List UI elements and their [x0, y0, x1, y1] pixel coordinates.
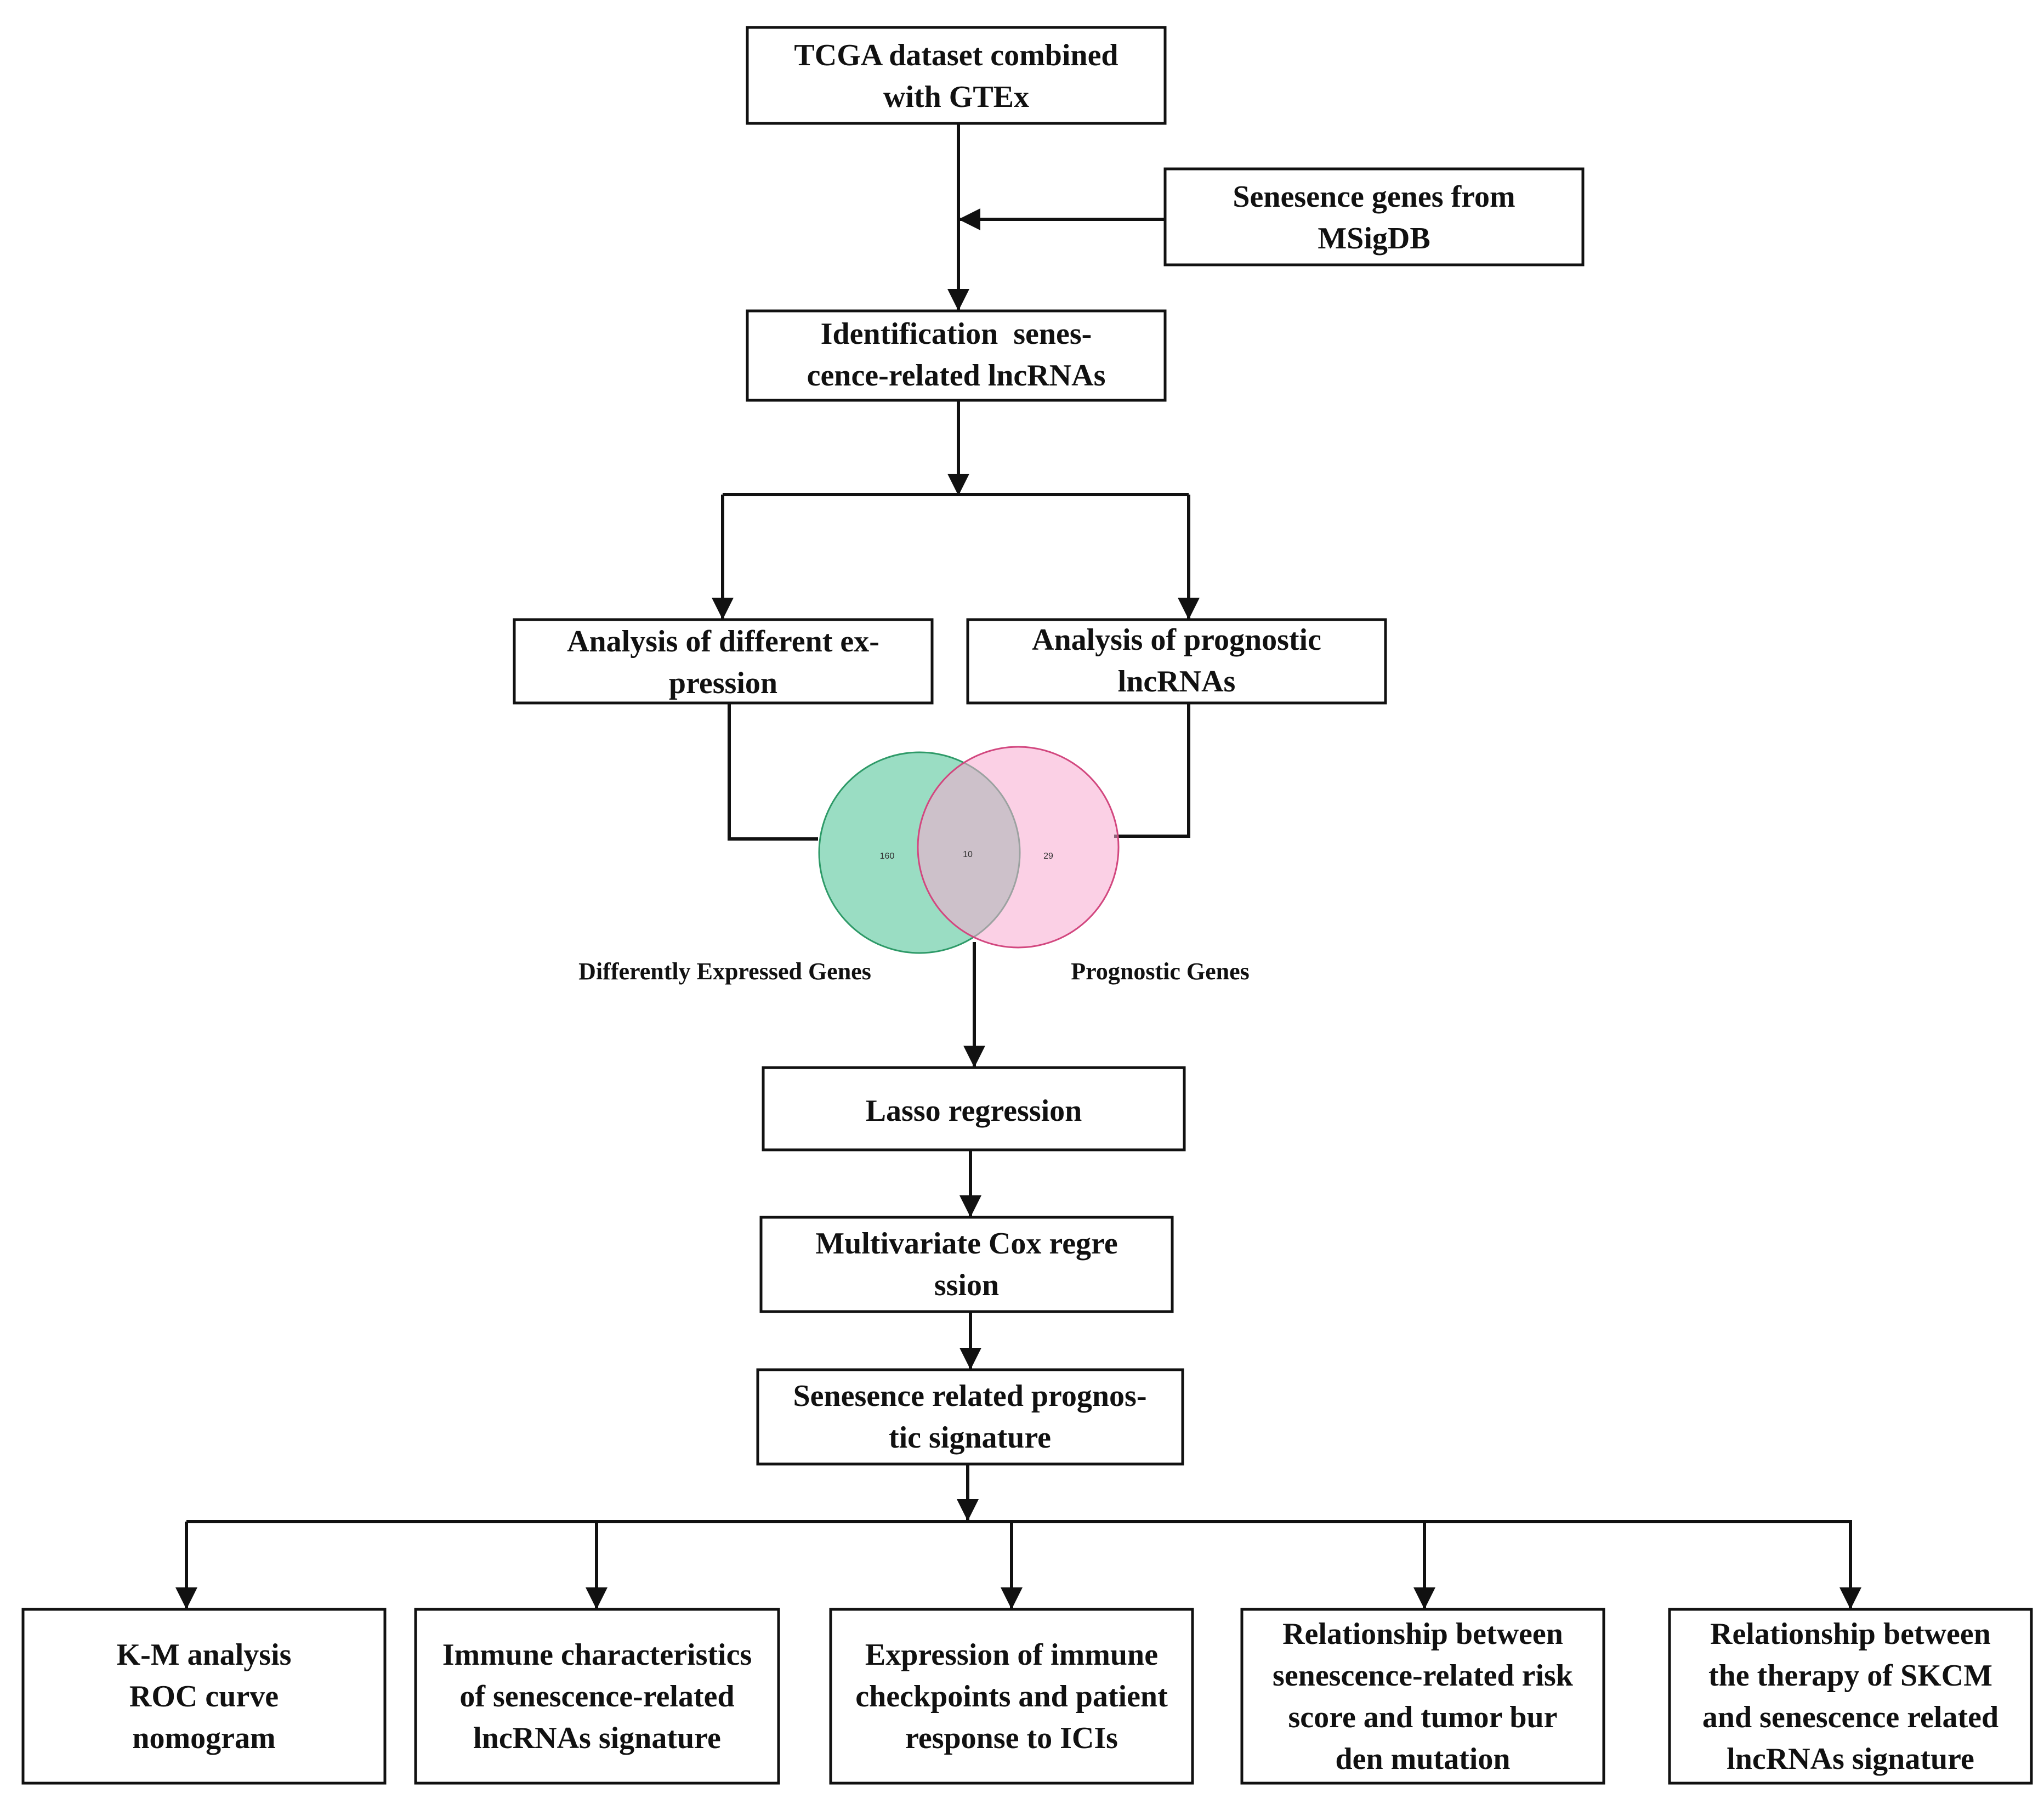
box-line: Identification senes- [821, 317, 1092, 351]
box-immune-characteristics-frame [414, 1608, 780, 1785]
box-tumor-burden-frame [1240, 1608, 1605, 1785]
box-identification-text: Identification senes-cence-related lncRN… [807, 317, 1106, 393]
box-line: ssion [934, 1268, 999, 1302]
box-prognostic-frame [966, 618, 1387, 705]
box-identification: Identification senes-cence-related lncRN… [746, 309, 1167, 402]
venn-circle-right [918, 747, 1118, 948]
box-tcga-dataset: TCGA dataset combined with GTEx [746, 26, 1167, 125]
box-line: Expression of immune [865, 1638, 1158, 1672]
box-therapy-frame [1668, 1608, 2033, 1785]
box-line: checkpoints and patient [855, 1680, 1168, 1714]
box-line: lncRNAs signature [473, 1721, 721, 1755]
connector-diff-to-venn [728, 703, 818, 841]
box-line: den mutation [1336, 1742, 1511, 1776]
box-line: Analysis of prognostic [1032, 623, 1321, 657]
box-line: cence-related lncRNAs [807, 359, 1106, 393]
box-cox: Multivariate Cox regre ssion [759, 1216, 1174, 1313]
box-therapy: Relationship between the therapy of SKCM a… [1668, 1608, 2033, 1785]
box-line: Lasso regression [866, 1094, 1082, 1128]
connector-prognostic-to-venn [1114, 703, 1190, 838]
box-line: response to ICIs [905, 1721, 1118, 1755]
venn-label-left: Differently Expressed Genes [578, 958, 871, 985]
box-line: K-M analysis [117, 1638, 292, 1672]
box-msigdb-frame [1163, 167, 1585, 266]
connectors [175, 123, 1861, 1609]
box-line: MSigDB [1318, 222, 1430, 256]
box-line: Relationship between [1282, 1617, 1563, 1651]
box-immune-characteristics: Immune characteristics of senescence-rela… [414, 1608, 780, 1785]
box-line: pression [669, 666, 777, 700]
box-tcga-dataset-frame [746, 26, 1167, 125]
box-line: nomogram [132, 1721, 275, 1755]
box-line: Senesence related prognos- [793, 1379, 1147, 1413]
box-line: Immune characteristics [442, 1638, 752, 1672]
box-lasso-text: Lasso regression [866, 1094, 1082, 1128]
box-identification-frame [746, 309, 1167, 402]
venn-count-right: 29 [1043, 852, 1053, 861]
box-line: tic signature [889, 1421, 1051, 1455]
box-prognostic-text: Analysis of prognostic lncRNAs [1032, 623, 1321, 699]
venn-circle-right-stroke [917, 746, 1120, 949]
box-tcga-dataset-text: TCGA dataset combined with GTEx [794, 38, 1118, 114]
box-line: lncRNAs signature [1727, 1742, 1974, 1776]
box-immune-checkpoints-text: Expression of immune checkpoints and pati… [855, 1638, 1168, 1755]
box-line: Multivariate Cox regre [815, 1227, 1118, 1261]
box-lasso-frame [762, 1066, 1186, 1151]
venn-label-right: Prognostic Genes [1071, 958, 1250, 985]
box-immune-checkpoints: Expression of immune checkpoints and pati… [829, 1608, 1194, 1785]
box-line: score and tumor bur [1288, 1700, 1557, 1734]
box-therapy-text: Relationship between the therapy of SKCM a… [1702, 1617, 1998, 1776]
venn-count-overlap: 10 [963, 850, 973, 859]
box-signature: Senesence related prognos-tic signature [756, 1368, 1184, 1466]
venn-count-left: 160 [880, 852, 895, 861]
box-km-analysis-frame [21, 1608, 387, 1785]
box-line: Analysis of different ex- [567, 625, 879, 659]
box-immune-checkpoints-frame [829, 1608, 1194, 1785]
box-prognostic: Analysis of prognostic lncRNAs [966, 618, 1387, 705]
box-diff-expression-frame [513, 618, 934, 705]
box-diff-expression: Analysis of different ex-pression [513, 618, 934, 705]
box-tumor-burden-text: Relationship between senescence-related r… [1273, 1617, 1574, 1776]
box-signature-text: Senesence related prognos-tic signature [793, 1379, 1147, 1455]
box-tumor-burden: Relationship between senescence-related r… [1240, 1608, 1605, 1785]
box-lasso: Lasso regression [762, 1066, 1186, 1151]
box-signature-frame [756, 1368, 1184, 1466]
box-line: senescence-related risk [1273, 1659, 1574, 1693]
box-line: ROC curve [129, 1680, 279, 1714]
box-line: the therapy of SKCM [1708, 1659, 1992, 1693]
box-line: of senescence-related [459, 1680, 734, 1714]
box-line: lncRNAs [1118, 665, 1236, 699]
box-cox-frame [759, 1216, 1174, 1313]
box-line: with GTEx [883, 80, 1029, 114]
venn-diagram: 160 10 29 Differently Expressed Genes Pr… [578, 746, 1250, 985]
box-cox-text: Multivariate Cox regre ssion [815, 1227, 1118, 1302]
box-line: and senescence related [1702, 1700, 1998, 1734]
box-line: Senesence genes from [1233, 180, 1515, 214]
box-immune-characteristics-text: Immune characteristics of senescence-rela… [442, 1638, 752, 1755]
box-line: Relationship between [1710, 1617, 1991, 1651]
box-diff-expression-text: Analysis of different ex-pression [567, 625, 879, 700]
box-line: TCGA dataset combined [794, 38, 1118, 72]
